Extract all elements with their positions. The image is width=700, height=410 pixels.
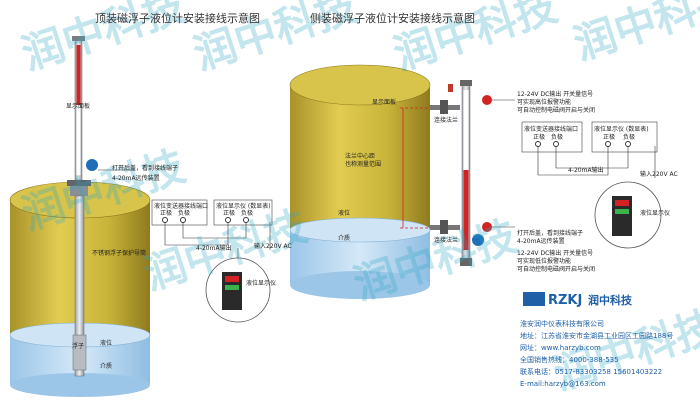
left-wiring [98,169,273,323]
left-display-panel-label: 显示面板 [66,102,90,110]
right-level-label: 液位 [338,209,350,217]
left-meter-label: 液位显示仪 [246,279,276,287]
company-hotline: 全国销售热线：4000-388-535 [520,355,619,364]
right-switch-bottom-3: 可自动控制电磁阀开启与关闭 [517,265,595,273]
right-note-2: 4-20mA远传装置 [517,237,565,245]
left-instrument-box: 液位显示仪 (数显表) [216,202,271,210]
logo-name: 润中科技 [588,293,633,307]
left-term-pos-2: 正极 [223,209,235,217]
right-flange-bottom: 连接法兰 [434,236,458,244]
left-term-neg-2: 负极 [241,209,253,217]
left-tube-label: 不锈钢浮子保护导筒 [92,249,146,257]
right-display-panel-label: 显示面板 [372,98,396,106]
right-switch-bottom-1: 12-24V DC输出 开关量信号 [517,249,593,257]
right-title: 侧装磁浮子液位计安装接线示意图 [310,11,475,25]
logo-letters: RZKJ [548,293,582,308]
right-switch-top-2: 可实现高位报警功能 [517,98,571,106]
left-term-neg: 负极 [178,209,190,217]
right-switch-top-1: 12-24V DC输出 开关量信号 [517,90,593,98]
right-term-pos: 正极 [533,133,545,141]
right-center-distance: 法兰中心距也称测量范围 [345,152,381,168]
left-float-label: 浮子 [72,342,84,350]
logo-mark [523,292,545,306]
right-transmitter-box: 液位变送器接线端口 [524,125,578,133]
right-switch-bottom-2: 可实现低位报警功能 [517,257,571,265]
right-term-neg-2: 负极 [623,133,635,141]
left-level-label: 液位 [100,339,112,347]
left-power-label: 输入220V AC [254,242,292,250]
left-title: 顶装磁浮子液位计安装接线示意图 [95,11,260,25]
company-name: 淮安润中仪表科技有限公司 [520,319,604,328]
left-gauge [67,36,98,377]
left-output-label: 4-20mA输出 [196,244,232,252]
right-meter-label: 液位显示仪 [640,209,670,217]
right-term-neg: 负极 [551,133,563,141]
left-term-pos: 正极 [160,209,172,217]
right-term-pos-2: 正极 [603,133,615,141]
right-power-label: 输入220V AC [640,170,678,178]
left-transmitter-box: 液位变送器接线端口 [154,202,208,210]
right-wiring [492,99,662,249]
right-note-1: 打开后盖，看到接线端子 [517,229,583,237]
company-address: 地址：江苏省淮安市金湖县工业园区工园路188号 [520,331,673,340]
right-medium-label: 介质 [338,234,350,242]
watermark-text: 润中科技 [568,0,700,70]
right-output-label: 4-20mA输出 [568,166,604,174]
right-switch-top-3: 可自动控制电磁阀开启与关闭 [517,106,595,114]
right-gauge [400,80,492,266]
right-flange-top: 连接法兰 [434,116,458,124]
right-instrument-box: 液位显示仪 (数显表) [594,125,649,133]
company-phone: 联系电话：0517-83303258 15601403222 [520,367,662,376]
left-medium-label: 介质 [100,362,112,370]
left-note-1: 打开后盖，看到接线端子 [112,164,178,172]
right-tank [289,64,431,299]
company-website[interactable]: 网址：www.harzyb.com [520,343,601,352]
left-note-2: 4-20mA远传装置 [112,174,160,182]
company-email[interactable]: E-mail:harzyb@163.com [520,380,606,388]
